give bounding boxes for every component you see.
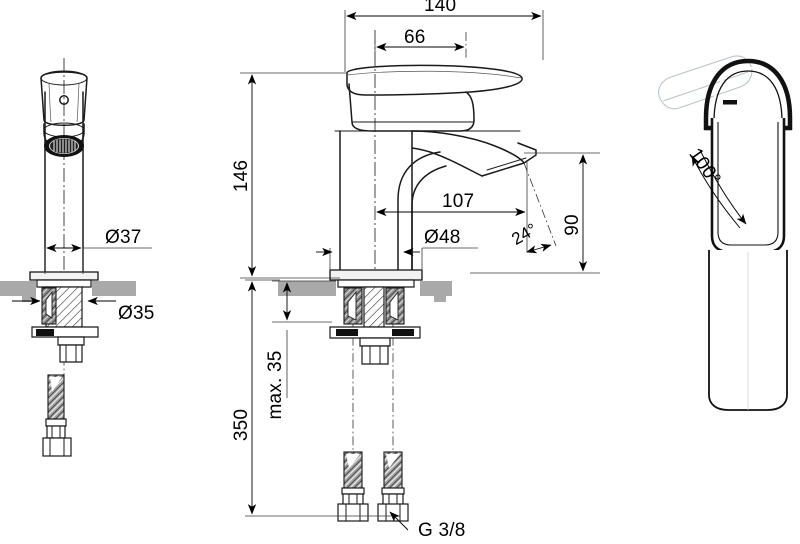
front-aerator-grid-icon [50, 138, 78, 154]
side-base-flange [329, 269, 423, 281]
side-spout-arc-inner [411, 165, 447, 276]
dimension-90: 90 [470, 152, 600, 274]
side-washer-slot-left [336, 329, 358, 336]
front-hose-ferrule-a [45, 418, 67, 427]
side-counter-slab [278, 281, 452, 302]
side-spout-upper-shell [411, 130, 525, 164]
side-hose-braid-right-hl [386, 454, 400, 468]
dimension-max35: max. 35 [265, 280, 336, 420]
side-body-column [339, 130, 413, 276]
dimension-350: 350 [231, 279, 400, 517]
front-lever-top-ellipse [40, 70, 88, 86]
front-hose-hex-nut [42, 437, 72, 457]
side-hose-hex-nut-left [337, 503, 369, 522]
side-hose-hex-nut-right [377, 503, 409, 522]
dim-label-140: 140 [424, 0, 456, 16]
side-lever-underside [348, 83, 475, 132]
side-lever-arm [346, 64, 523, 96]
view-front-elevation: Ø37 Ø35 [0, 58, 155, 457]
lever-indicator-dash-icon [723, 100, 737, 105]
dim-label-90: 90 [562, 214, 583, 236]
dim-label-66: 66 [404, 27, 426, 48]
dim-label-24deg: 24° [508, 220, 540, 249]
front-hose-assembly [42, 374, 72, 457]
side-hose-ferrule-left-a [341, 487, 365, 495]
side-base-collar [337, 279, 415, 288]
side-hose-ferrule-right-a [381, 487, 405, 495]
side-nut-body [361, 345, 389, 365]
front-lever-screw-icon [59, 95, 69, 105]
front-hose-ferrule-b [46, 425, 66, 439]
side-hose-left-highlight [347, 290, 357, 321]
side-washer-slot-right [392, 329, 414, 336]
side-hose-right-highlight [389, 290, 399, 321]
dim-label-350: 350 [231, 409, 252, 441]
callout-thread-g38: G 3/8 [389, 511, 465, 541]
lever-ghost-rotated [658, 55, 753, 110]
front-lever-crease-left [48, 83, 52, 123]
stream-axis-line [523, 162, 557, 247]
front-base-flange [29, 271, 99, 281]
dimension-dia48: Ø48 [316, 227, 478, 271]
front-nut-body [59, 344, 83, 363]
lever-plan-body [708, 118, 788, 411]
dim-label-g38: G 3/8 [418, 520, 465, 541]
side-spout-lower-lip [481, 162, 525, 177]
side-lever-neck [465, 91, 475, 121]
dim-label-dia35: Ø35 [118, 303, 155, 324]
side-spout-arc-outer [397, 151, 441, 276]
front-hose-left-highlight [45, 290, 53, 319]
front-nut-shoulder [57, 336, 85, 346]
dimension-107: 107 [376, 160, 528, 252]
dimension-66: 66 [374, 27, 465, 60]
front-counter-slab [0, 281, 136, 302]
dim-label-146: 146 [231, 160, 252, 192]
dim-label-max35: max. 35 [265, 351, 286, 420]
side-spout-top-edge [411, 147, 483, 177]
side-lever-top-crease [346, 70, 522, 79]
dim-label-dia48: Ø48 [424, 227, 461, 248]
side-spout-tip-bevel [517, 142, 537, 164]
dimension-dia35: Ø35 [12, 296, 155, 324]
front-lever-cap [40, 71, 88, 126]
side-hose-end-right [377, 451, 409, 522]
front-lever-crease-right [76, 83, 80, 123]
front-base-collar [36, 279, 92, 288]
dim-label-107: 107 [442, 191, 474, 212]
side-hose-braid-left-hl [346, 454, 360, 468]
dimension-dia37: Ø37 [44, 227, 152, 274]
side-threaded-stud [363, 286, 385, 328]
front-washer-slot [36, 329, 54, 336]
side-nut-shoulder [359, 337, 391, 347]
side-hose-end-left [337, 451, 369, 522]
dimension-140: 140 [344, 0, 544, 72]
dim-label-dia37: Ø37 [105, 227, 142, 248]
dimension-146: 146 [231, 72, 347, 279]
view-plan-swivel: 100° [658, 55, 793, 411]
front-hose-braid-highlight [50, 377, 62, 392]
side-spout-lip-inner [486, 157, 527, 171]
dimension-angle-24: 24° [508, 162, 557, 254]
view-side-elevation: 140 66 146 107 Ø48 [231, 0, 600, 541]
